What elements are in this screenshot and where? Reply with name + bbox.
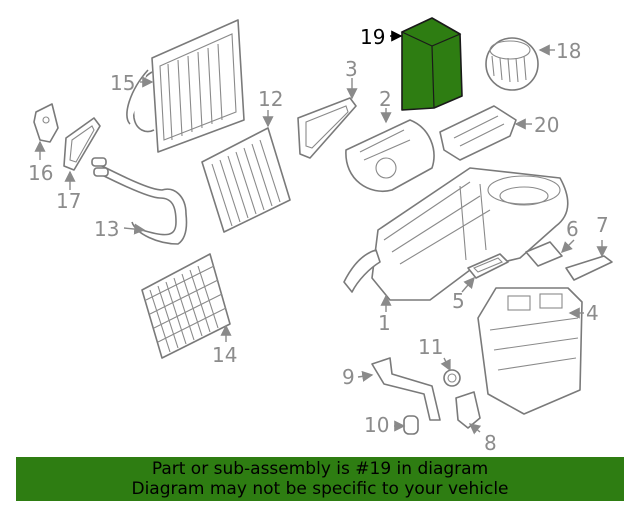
leader-lines <box>34 30 608 435</box>
callout-8[interactable]: 8 <box>484 431 497 455</box>
part-17-seal[interactable] <box>63 117 101 171</box>
callout-15[interactable]: 15 <box>110 71 135 95</box>
part-5-seal[interactable] <box>467 253 509 279</box>
callout-4[interactable]: 4 <box>586 301 599 325</box>
part-20-duct[interactable] <box>439 105 517 161</box>
part-7-bracket[interactable] <box>565 255 613 281</box>
callout-19[interactable]: 19 <box>360 25 385 49</box>
callout-6[interactable]: 6 <box>566 217 579 241</box>
callout-10[interactable]: 10 <box>364 413 389 437</box>
part-2-housing[interactable] <box>345 119 435 192</box>
callout-16[interactable]: 16 <box>28 161 53 185</box>
callout-17[interactable]: 17 <box>56 189 81 213</box>
callout-3[interactable]: 3 <box>345 57 358 81</box>
callout-11[interactable]: 11 <box>418 335 443 359</box>
callout-14[interactable]: 14 <box>212 343 237 367</box>
part-10-plug[interactable] <box>403 415 419 435</box>
part-15-evaporator[interactable] <box>126 19 245 153</box>
part-11-grommet[interactable] <box>443 369 461 387</box>
callout-20[interactable]: 20 <box>534 113 559 137</box>
callout-12[interactable]: 12 <box>258 87 283 111</box>
callout-7[interactable]: 7 <box>596 213 609 237</box>
banner-line-1: Part or sub-assembly is #19 in diagram <box>151 459 489 479</box>
part-18-blower[interactable] <box>485 37 539 91</box>
part-4-housing[interactable] <box>477 287 583 415</box>
part-9-pipe[interactable] <box>371 357 441 421</box>
callout-1[interactable]: 1 <box>378 311 391 335</box>
part-8-sensor[interactable] <box>455 391 481 429</box>
part-1-hvac-case[interactable] <box>343 167 569 301</box>
callout-2[interactable]: 2 <box>379 87 392 111</box>
part-12-heater-core[interactable] <box>201 127 291 233</box>
callout-13[interactable]: 13 <box>94 217 119 241</box>
banner-line-2: Diagram may not be specific to your vehi… <box>131 479 509 499</box>
part-19-filter[interactable] <box>400 17 463 111</box>
part-16-bracket[interactable] <box>33 103 59 143</box>
part-14-grid[interactable] <box>141 253 231 359</box>
info-banner: Part or sub-assembly is #19 in diagram D… <box>16 457 624 501</box>
callout-9[interactable]: 9 <box>342 365 355 389</box>
callout-5[interactable]: 5 <box>452 289 465 313</box>
part-3-gasket[interactable] <box>297 97 357 159</box>
part-6-seal[interactable] <box>525 241 563 267</box>
part-13-pipe[interactable] <box>91 157 188 245</box>
callout-18[interactable]: 18 <box>556 39 581 63</box>
